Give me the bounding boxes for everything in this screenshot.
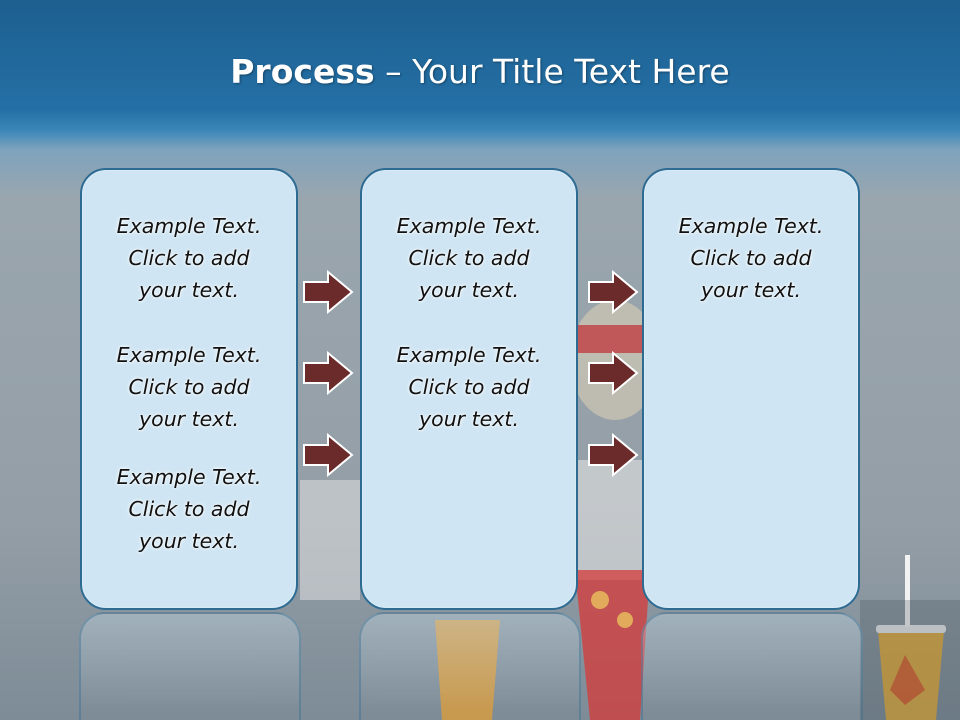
- process-box-1[interactable]: Example Text. Click to add your text. Ex…: [80, 168, 298, 610]
- box-reflection: [641, 612, 863, 720]
- right-arrow-icon: [303, 270, 354, 314]
- text-block[interactable]: Example Text. Click to add your text.: [396, 214, 542, 302]
- process-box-3[interactable]: Example Text. Click to add your text.: [642, 168, 860, 610]
- slide-title[interactable]: Process – Your Title Text Here: [0, 52, 960, 91]
- title-bold: Process: [230, 52, 375, 91]
- text-block[interactable]: Example Text. Click to add your text.: [116, 465, 262, 553]
- text-block[interactable]: Example Text. Click to add your text.: [396, 343, 542, 431]
- box-reflection: [359, 612, 581, 720]
- title-rest: – Your Title Text Here: [374, 52, 730, 91]
- right-arrow-icon: [588, 433, 639, 477]
- right-arrow-icon: [303, 351, 354, 395]
- right-arrow-icon: [303, 433, 354, 477]
- process-box-2[interactable]: Example Text. Click to add your text. Ex…: [360, 168, 578, 610]
- text-block[interactable]: Example Text. Click to add your text.: [678, 214, 824, 302]
- text-block[interactable]: Example Text. Click to add your text.: [116, 343, 262, 431]
- text-block[interactable]: Example Text. Click to add your text.: [116, 214, 262, 302]
- right-arrow-icon: [588, 270, 639, 314]
- right-arrow-icon: [588, 351, 639, 395]
- box-reflection: [79, 612, 301, 720]
